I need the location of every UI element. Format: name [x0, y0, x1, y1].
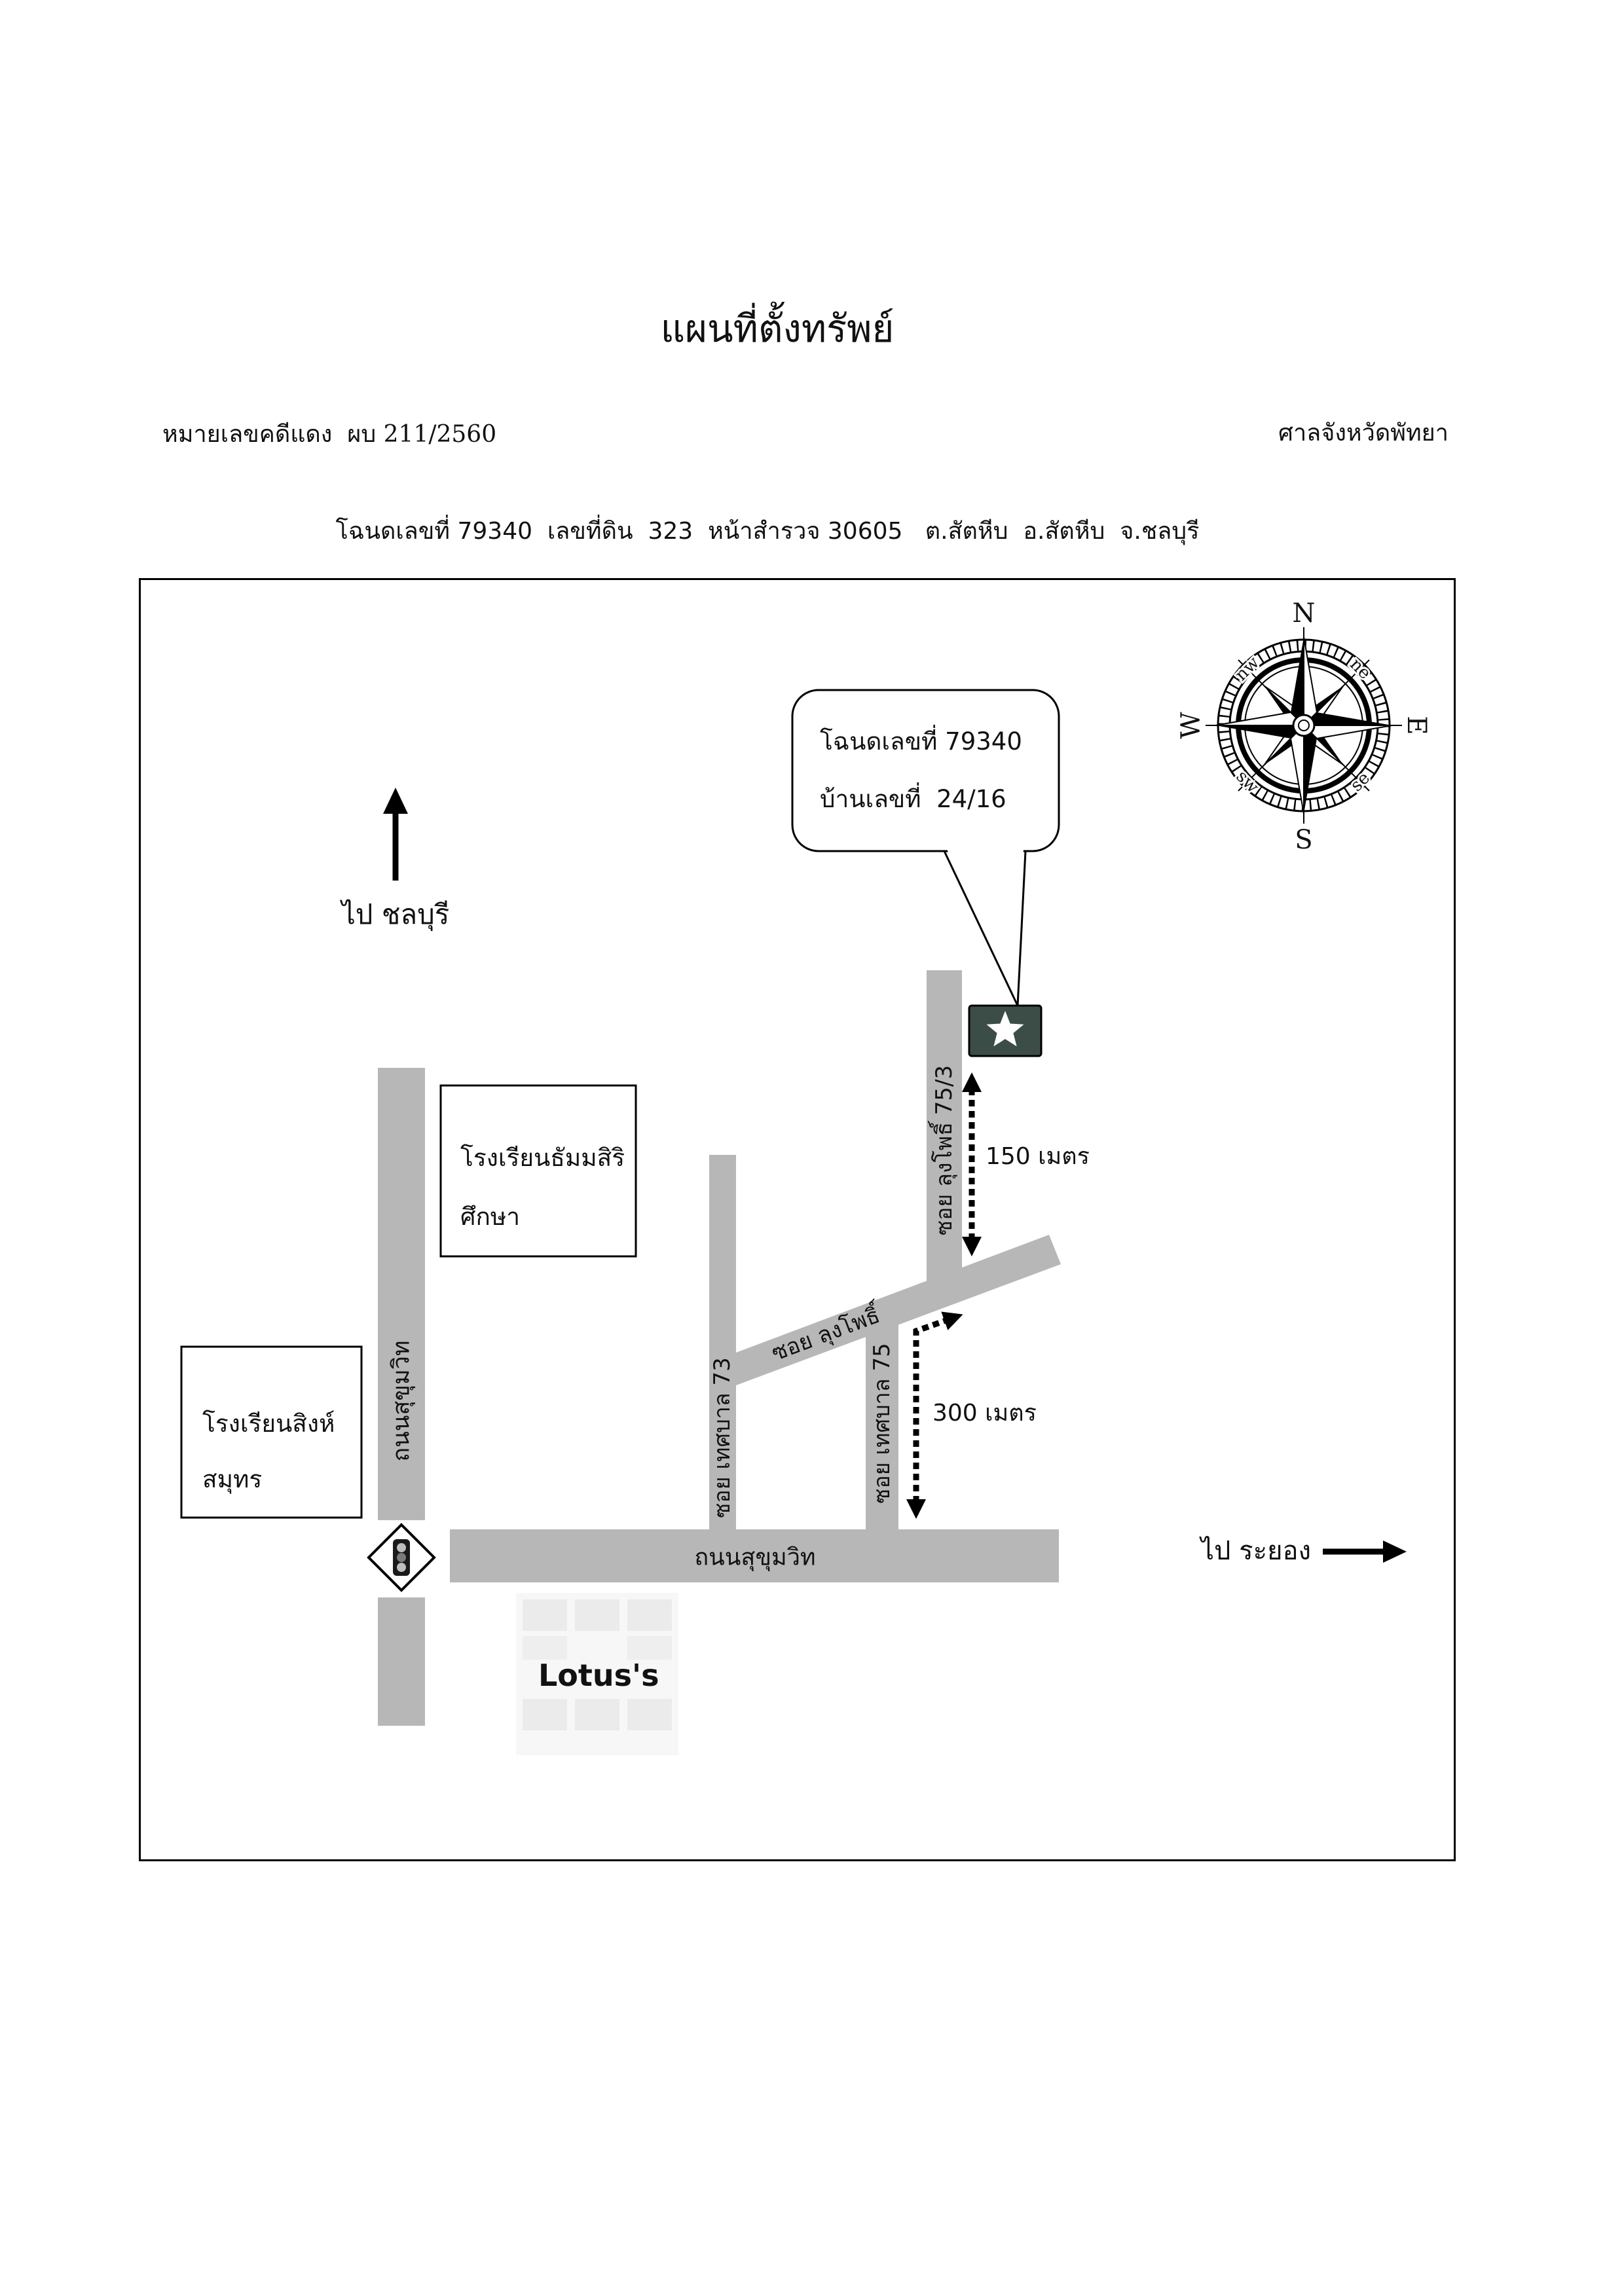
up-arrow-icon [383, 788, 408, 814]
school-thammasiri-name-line2: ศึกษา [460, 1203, 520, 1231]
compass-point-n [1291, 636, 1318, 727]
direction-to-chonburi: ไป ชลบุรี [340, 788, 450, 932]
traffic-light-lamp [397, 1543, 406, 1552]
compass-label-s: S [1295, 825, 1312, 855]
roads [378, 970, 1061, 1726]
logo-pattern-block [523, 1699, 567, 1730]
to-chonburi-label: ไป ชลบุรี [340, 898, 450, 932]
distance-150m-label: 150 เมตร [986, 1143, 1090, 1170]
sukhumvit-road-vertical-north [378, 1068, 425, 1520]
lotuss-label: Lotus's [538, 1658, 659, 1693]
soi-thetsaban-73-label: ซอย เทศบาล 73 [709, 1357, 735, 1518]
callout-pointer-edge [943, 850, 1019, 1006]
school-sing-samut-name-line1: โรงเรียนสิงห์ [202, 1410, 335, 1438]
logo-pattern-block [627, 1636, 672, 1660]
star-icon [986, 1011, 1024, 1047]
traffic-light-lamp [397, 1553, 406, 1562]
distance-150m: 150 เมตร [962, 1072, 1090, 1256]
school-sing-samut-box [180, 1345, 363, 1519]
school-sing-samut-name-line2: สมุทร [202, 1465, 262, 1494]
direction-to-rayong: ไป ระยอง [1199, 1536, 1407, 1566]
soi-lung-pho-75-3-label: ซอย ลุงโพธิ์ 75/3 [927, 1065, 957, 1235]
callout-house-number: บ้านเลขที่ 24/16 [820, 782, 1006, 813]
property-callout: โฉนดเลขที่ 79340 บ้านเลขที่ 24/16 [791, 689, 1060, 1006]
logo-pattern-block [523, 1599, 567, 1631]
location-map: ถนนสุขุมวิท ถนนสุขุมวิท ซอย เทศบาล 73 ซอ… [139, 578, 1456, 1861]
court-name: ศาลจังหวัดพัทยา [1278, 420, 1449, 446]
logo-pattern-block [523, 1636, 567, 1660]
soi-thetsaban-75-label: ซอย เทศบาล 75 [869, 1343, 895, 1503]
callout-box [791, 689, 1060, 852]
compass-hub [1292, 714, 1316, 737]
soi-thetsaban-73-road [709, 1155, 736, 1529]
school-thammasiri-name-line1: โรงเรียนธัมมสิริ [460, 1144, 625, 1172]
distance-300m-label: 300 เมตร [932, 1400, 1037, 1427]
school-thammasiri-box [439, 1084, 637, 1258]
sukhumvit-horizontal-label: ถนนสุขุมวิท [694, 1544, 815, 1572]
traffic-light-lamp [397, 1563, 406, 1572]
callout-pointer-fill [946, 848, 1024, 1006]
logo-pattern-block [575, 1699, 619, 1730]
soi-thetsaban-75-road [866, 1324, 898, 1529]
traffic-light-sign [367, 1523, 436, 1592]
sukhumvit-road-vertical-south [378, 1597, 425, 1726]
compass-label-e: E [1401, 716, 1431, 735]
property-location-marker [968, 1004, 1043, 1057]
logo-pattern-block [627, 1599, 672, 1631]
lotuss-store-landmark: Lotus's [516, 1593, 678, 1755]
case-number: หมายเลขคดีแดง ผบ 211/2560 [162, 421, 497, 448]
logo-pattern-block [575, 1599, 619, 1631]
compass-label-w: W [1176, 712, 1206, 738]
page-title: แผนที่ตั้งทรัพย์ [660, 306, 895, 351]
school-sing-samut: โรงเรียนสิงห์ สมุทร [180, 1345, 363, 1519]
compass-hub-inner [1298, 720, 1310, 731]
compass-label-n: N [1293, 598, 1316, 629]
soi-lung-pho-road [736, 1235, 1061, 1385]
deed-details-line: โฉนดเลขที่ 79340 เลขที่ดิน 323 หน้าสำรวจ… [335, 518, 1200, 545]
map-canvas: ถนนสุขุมวิท ถนนสุขุมวิท ซอย เทศบาล 73 ซอ… [139, 578, 1456, 1861]
sukhumvit-vertical-label: ถนนสุขุมวิท [388, 1340, 416, 1461]
right-arrow-icon [1383, 1540, 1407, 1563]
distance-300m-arrow [906, 1311, 963, 1519]
distance-300m: 300 เมตร [906, 1311, 1037, 1519]
logo-pattern-block [627, 1699, 672, 1730]
sukhumvit-road-horizontal [450, 1529, 1059, 1582]
callout-deed-number: โฉนดเลขที่ 79340 [820, 724, 1022, 756]
soi-lung-pho-75-3-road [927, 970, 962, 1285]
school-thammasiri: โรงเรียนธัมมสิริ ศึกษา [439, 1084, 637, 1258]
callout-pointer-edge [1016, 850, 1027, 1006]
to-rayong-label: ไป ระยอง [1199, 1536, 1311, 1566]
